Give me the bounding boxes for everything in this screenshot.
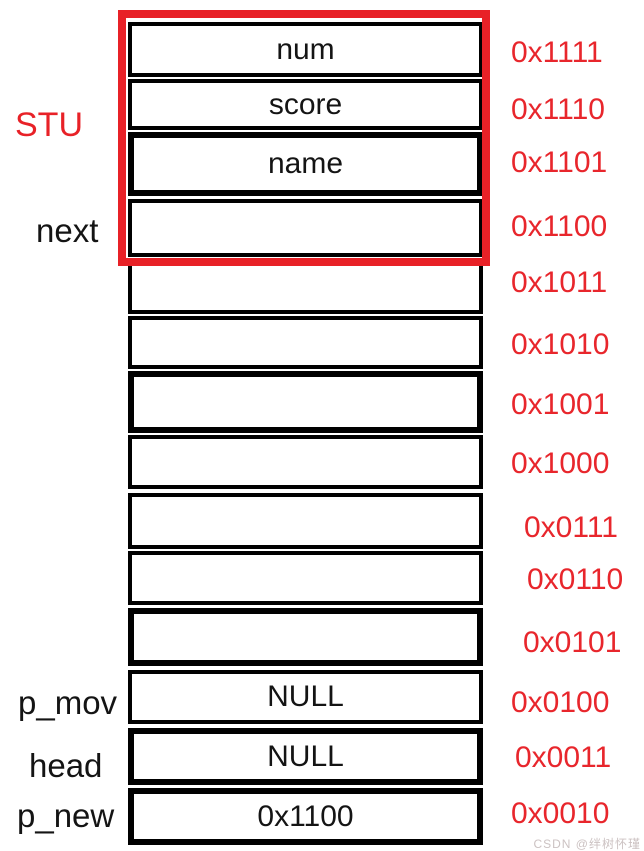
pointer-label-p-mov: p_mov — [18, 684, 118, 721]
memory-cell-0x0011: NULL — [128, 728, 483, 785]
address-label-0x1000: 0x1000 — [511, 447, 610, 480]
address-label-0x0100: 0x0100 — [511, 686, 610, 719]
memory-cell-0x1000 — [128, 435, 483, 489]
csdn-watermark: CSDN @绊树怀瑾 — [533, 837, 641, 851]
memory-cell-0x0010: 0x1100 — [128, 788, 483, 845]
memory-cell-0x1111: num — [128, 22, 483, 77]
cell-value-0x0011: NULL — [267, 739, 344, 773]
address-label-0x0010: 0x0010 — [511, 797, 610, 830]
cell-value-0x1111: num — [276, 32, 335, 66]
cell-value-0x1110: score — [268, 87, 343, 121]
pointer-label-head: head — [29, 747, 103, 784]
address-label-0x0101: 0x0101 — [523, 626, 622, 659]
field-label-next: next — [36, 212, 99, 249]
struct-type-label: STU — [15, 106, 83, 144]
memory-cell-0x1100 — [128, 199, 483, 257]
address-label-0x1100: 0x1100 — [511, 210, 608, 243]
cell-value-0x0010: 0x1100 — [257, 799, 354, 833]
memory-cell-0x0100: NULL — [128, 670, 483, 724]
address-label-0x1011: 0x1011 — [511, 266, 608, 299]
address-label-0x1110: 0x1110 — [511, 93, 605, 126]
address-label-0x0111: 0x0111 — [524, 511, 618, 544]
address-label-0x0110: 0x0110 — [527, 563, 624, 596]
memory-cell-0x0101 — [128, 608, 483, 666]
cell-value-0x1101: name — [267, 147, 344, 180]
memory-cell-0x1110: score — [128, 79, 483, 130]
address-label-0x1001: 0x1001 — [511, 388, 610, 421]
pointer-label-p-new: p_new — [17, 797, 115, 834]
memory-cell-0x1001 — [128, 371, 483, 433]
memory-cell-0x1101: name — [128, 132, 483, 196]
address-label-0x1101: 0x1101 — [511, 146, 608, 179]
address-label-0x1111: 0x1111 — [511, 36, 603, 69]
address-label-0x1010: 0x1010 — [511, 328, 610, 361]
address-label-0x0011: 0x0011 — [515, 741, 612, 774]
cell-value-0x0100: NULL — [267, 680, 344, 713]
memory-cell-0x1011 — [128, 258, 483, 314]
memory-cell-0x0110 — [128, 551, 483, 605]
memory-cell-0x0111 — [128, 493, 483, 549]
memory-cell-0x1010 — [128, 316, 483, 369]
